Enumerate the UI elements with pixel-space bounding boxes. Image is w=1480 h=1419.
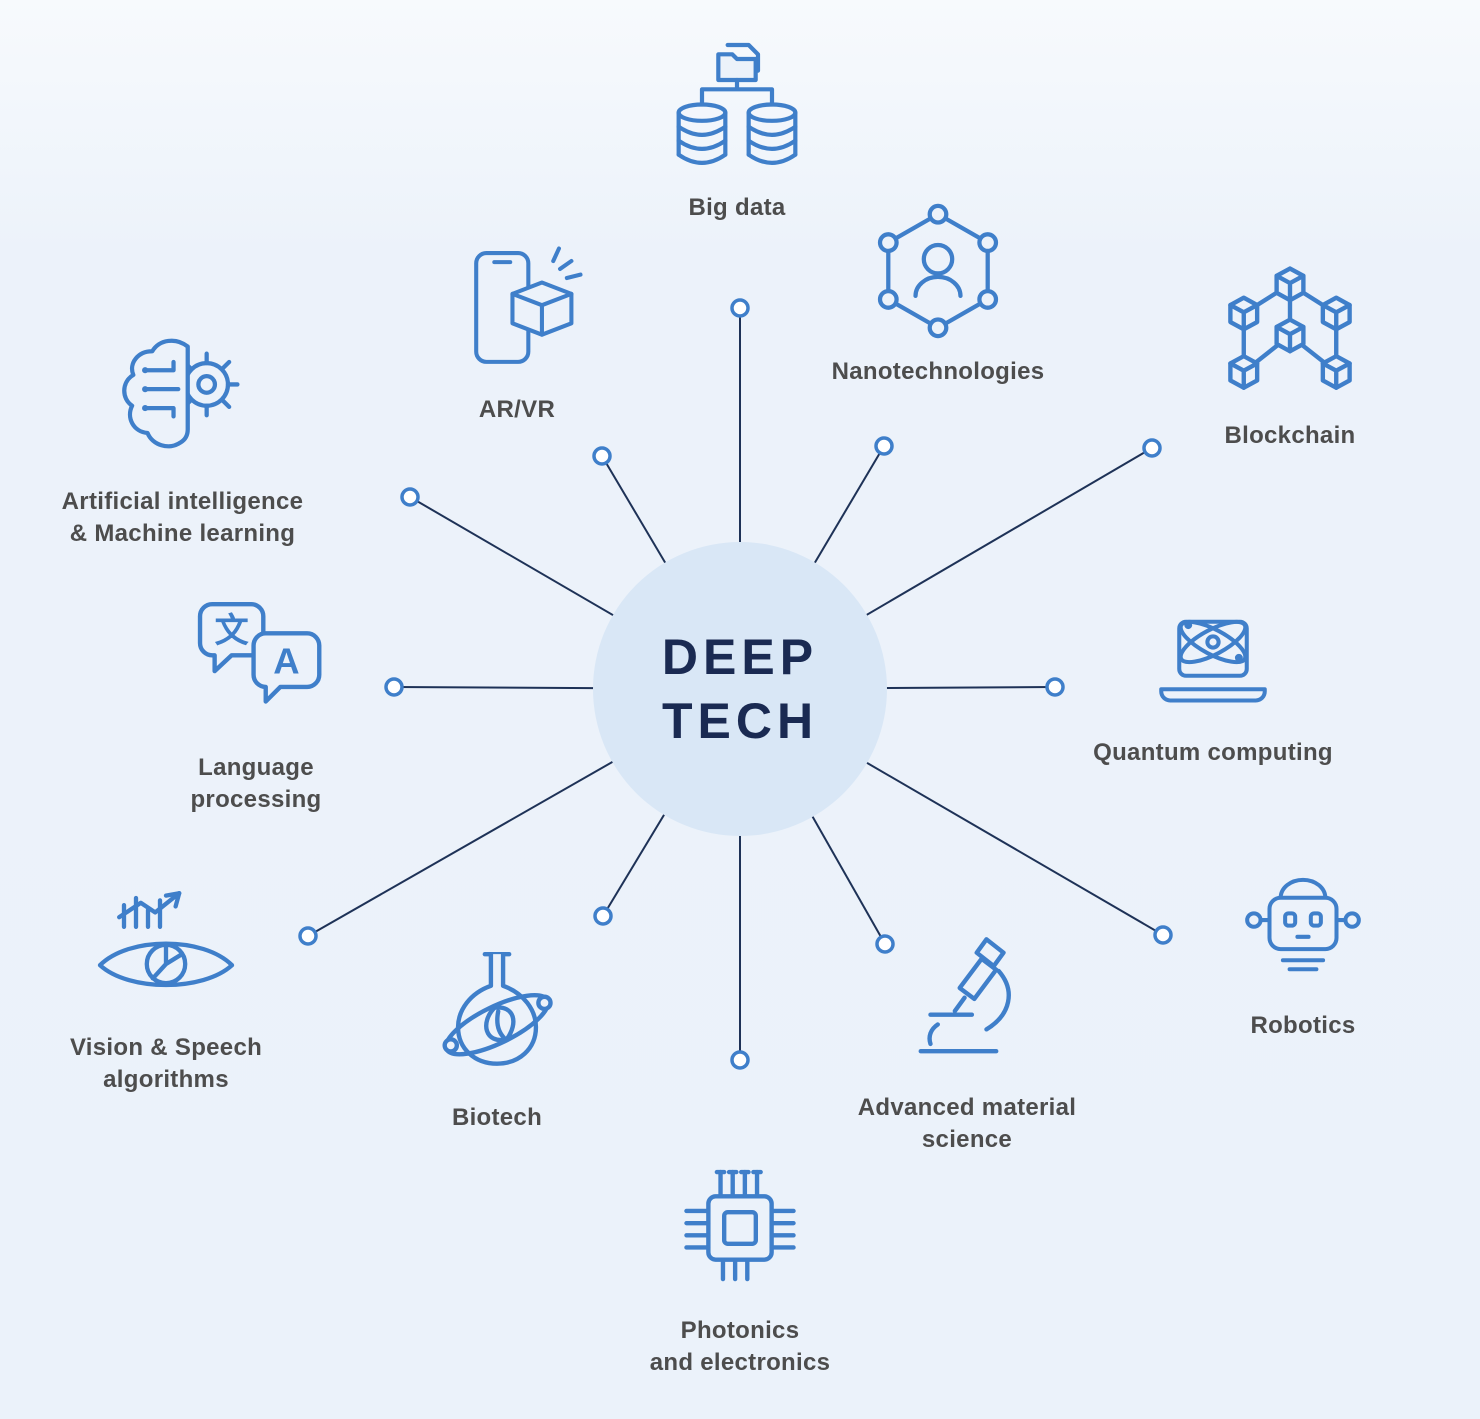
category-label: Vision & Speech algorithms — [69, 1034, 263, 1093]
category-advanced-material-science: Advanced material science — [842, 932, 1092, 1155]
category-language-processing: 文 A Language processing — [136, 592, 376, 815]
spoke-node — [400, 487, 420, 507]
category-ai-ml: Artificial intelligence & Machine learni… — [25, 330, 340, 549]
category-label: Biotech — [451, 1104, 543, 1131]
category-label: Language processing — [190, 754, 322, 813]
category-label: Blockchain — [1224, 422, 1356, 449]
category-vision-speech: Vision & Speech algorithms — [36, 874, 296, 1095]
category-label: Robotics — [1250, 1012, 1356, 1039]
language-translation-icon: 文 A — [197, 601, 322, 704]
spoke-node — [875, 934, 895, 954]
vision-speech-icon — [97, 891, 235, 988]
ar-vr-phone-icon — [474, 246, 583, 364]
latin-a-glyph: A — [273, 641, 299, 682]
robotics-icon — [1245, 877, 1361, 972]
category-label: Quantum computing — [1093, 739, 1333, 766]
spoke-node — [384, 677, 404, 697]
spoke-node — [1045, 677, 1065, 697]
spoke-node — [874, 436, 894, 456]
category-big-data: Big data — [637, 38, 837, 224]
category-label: Nanotechnologies — [831, 358, 1045, 385]
spoke-node — [730, 1050, 750, 1070]
biotech-flask-icon — [442, 951, 553, 1066]
category-photonics-electronics: Photonics and electronics — [612, 1155, 868, 1378]
spoke-node — [298, 926, 318, 946]
blockchain-icon — [1217, 260, 1363, 406]
spoke-node — [730, 298, 750, 318]
category-biotech: Biotech — [387, 942, 607, 1134]
chip-icon — [684, 1169, 796, 1282]
category-nanotechnologies: Nanotechnologies — [818, 200, 1058, 388]
big-data-icon — [676, 42, 798, 165]
category-ar-vr: AR/VR — [417, 244, 617, 426]
microscope-icon — [918, 937, 1011, 1054]
spoke-node — [592, 446, 612, 466]
spoke-node — [1153, 925, 1173, 945]
category-label: Big data — [688, 194, 786, 221]
category-label: Artificial intelligence & Machine learni… — [61, 488, 304, 547]
chinese-character-glyph: 文 — [215, 612, 249, 650]
category-label: Advanced material science — [857, 1094, 1077, 1153]
category-blockchain: Blockchain — [1180, 260, 1400, 452]
quantum-computing-icon — [1159, 619, 1267, 703]
category-quantum-computing: Quantum computing — [1063, 588, 1363, 769]
spoke-node — [593, 906, 613, 926]
category-label: Photonics and electronics — [649, 1317, 831, 1376]
nanotechnologies-icon — [877, 203, 999, 339]
category-label: AR/VR — [478, 396, 556, 423]
category-robotics: Robotics — [1193, 862, 1413, 1042]
center-title: DEEP TECH — [661, 629, 819, 749]
spoke-node — [1142, 438, 1162, 458]
brain-gear-icon — [121, 338, 240, 449]
deep-tech-center: DEEP TECH — [593, 542, 887, 836]
